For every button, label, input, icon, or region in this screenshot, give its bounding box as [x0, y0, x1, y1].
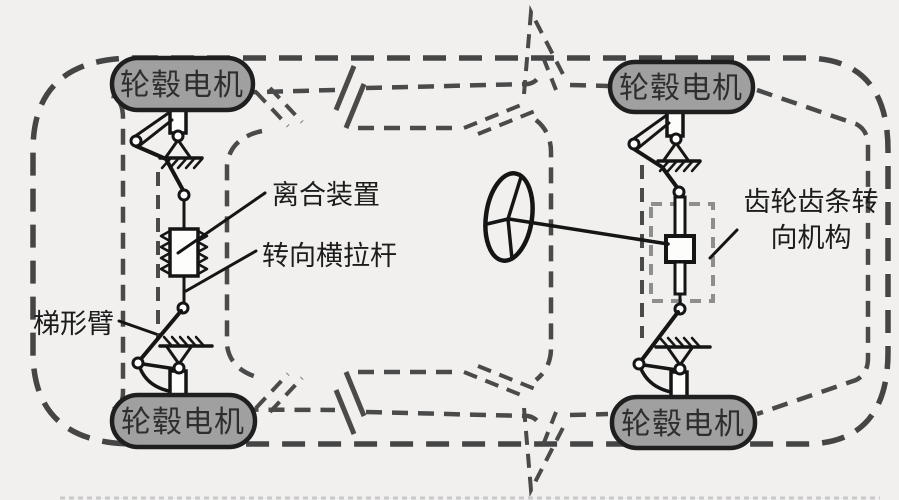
clutch-leader-line	[176, 191, 267, 255]
roofline-front-top	[569, 82, 609, 89]
rack-pinion-mechanism	[664, 195, 696, 316]
break-marks-bottom	[333, 371, 367, 435]
trapezoid-arm-rear	[138, 309, 183, 362]
windshield-line-top-2	[477, 107, 541, 136]
ground-symbol	[162, 335, 206, 348]
windshield-line-bottom-2	[477, 364, 541, 393]
rack-pinion-label-line1: 齿轮齿条转	[744, 187, 879, 217]
rear-window-line-bottom	[254, 372, 290, 410]
side-mirror-bottom	[522, 407, 569, 498]
wheel-hub-motor-top-left: 轮毂电机	[109, 55, 256, 113]
steering-column	[507, 217, 670, 246]
roofline-front-bottom	[569, 411, 609, 418]
hood-inner-line	[756, 87, 871, 417]
annotations: 离合装置 转向横拉杆 梯形臂 齿轮齿条转 向机构	[33, 180, 879, 339]
break-marks-top	[333, 65, 367, 129]
rack-pinion-enclosure	[649, 202, 715, 303]
rear-window-line-bottom-2	[268, 376, 304, 414]
tie-rod-leader-line	[184, 249, 258, 293]
rear-window-line-top-2	[268, 86, 304, 124]
side-mirror-top	[522, 4, 569, 95]
car-outer-contour	[30, 55, 891, 447]
front-bottom-knuckle	[632, 336, 712, 400]
rear-cabin-line	[224, 128, 263, 381]
wheel-hub-motor-top-right: 轮毂电机	[607, 59, 756, 115]
rear-window-line-top	[254, 90, 290, 128]
tie-rod-label: 转向横拉杆	[262, 241, 397, 271]
windshield-line-top	[463, 101, 527, 130]
wheel-hub-motor-bottom-left: 轮毂电机	[109, 392, 258, 450]
rear-steering-linkage	[129, 105, 214, 399]
wheel-motor-label: 轮毂电机	[120, 69, 244, 102]
wheel-motor-label: 轮毂电机	[121, 406, 245, 439]
ground-symbol	[658, 336, 702, 349]
wheel-hub-motor-bottom-right: 轮毂电机	[609, 394, 758, 451]
rack-pinion-leader-line	[708, 228, 739, 260]
trapezoid-arm-label: 梯形臂	[33, 309, 114, 339]
front-top-knuckle	[627, 108, 702, 199]
rear-bottom-knuckle	[131, 335, 214, 399]
roofline-top	[365, 71, 544, 91]
rack-pinion-label-line2: 向机构	[771, 223, 852, 253]
rear-top-knuckle	[129, 105, 204, 202]
front-steering-linkage	[627, 108, 712, 400]
trapezoid-arm-front	[639, 310, 680, 363]
ground-symbol	[160, 157, 204, 170]
wheel-motor-label: 轮毂电机	[621, 408, 745, 441]
steering-wheel-spokes	[485, 175, 523, 261]
windshield-line-bottom	[463, 370, 527, 399]
trapezoid-arm-leader-line	[117, 319, 158, 336]
clutch-device	[159, 227, 209, 278]
roofline-bottom	[365, 409, 544, 429]
steering-wheel	[483, 171, 670, 263]
dashboard-line	[534, 118, 554, 382]
wheel-motor-label: 轮毂电机	[619, 72, 743, 105]
clutch-label: 离合装置	[272, 180, 380, 210]
